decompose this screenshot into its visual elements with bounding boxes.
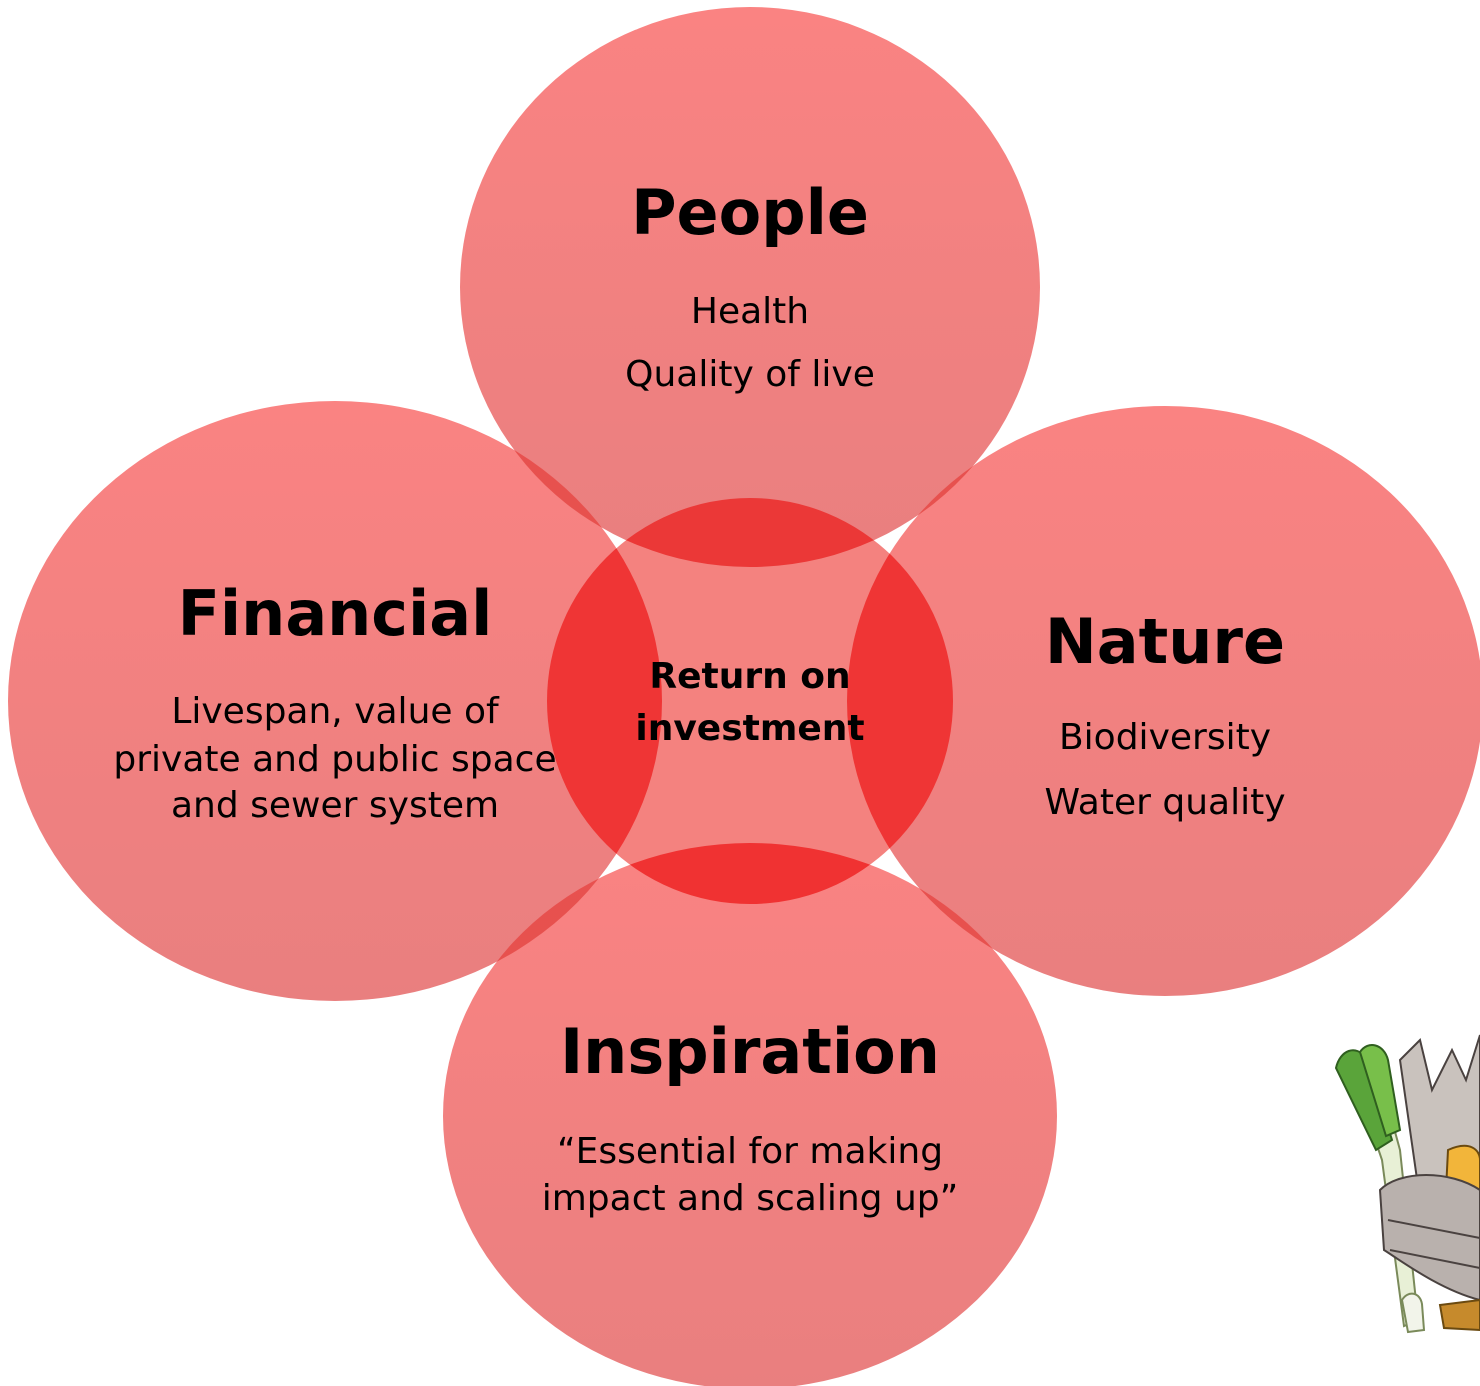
inspiration-line-1: “Essential for making <box>557 1131 943 1172</box>
financial-title: Financial <box>178 577 493 650</box>
center-line-2: investment <box>635 708 864 749</box>
circle-financial <box>8 401 662 1001</box>
farfetchd-mascot-icon <box>1334 1034 1480 1334</box>
inspiration-title: Inspiration <box>560 1015 940 1088</box>
financial-line-3: and sewer system <box>171 785 499 826</box>
inspiration-line-2: impact and scaling up” <box>542 1178 959 1219</box>
people-line-1: Health <box>691 291 809 332</box>
financial-line-2: private and public space <box>113 739 556 780</box>
nature-line-2: Water quality <box>1044 782 1285 823</box>
nature-title: Nature <box>1045 605 1285 678</box>
financial-line-1: Livespan, value of <box>171 691 500 732</box>
people-title: People <box>631 176 869 249</box>
center-line-1: Return on <box>649 656 850 697</box>
nature-line-1: Biodiversity <box>1059 717 1271 758</box>
circle-center <box>547 498 953 904</box>
circle-people <box>460 7 1040 567</box>
people-line-2: Quality of live <box>625 354 875 395</box>
circle-nature <box>847 406 1480 996</box>
circle-inspiration <box>443 843 1057 1386</box>
